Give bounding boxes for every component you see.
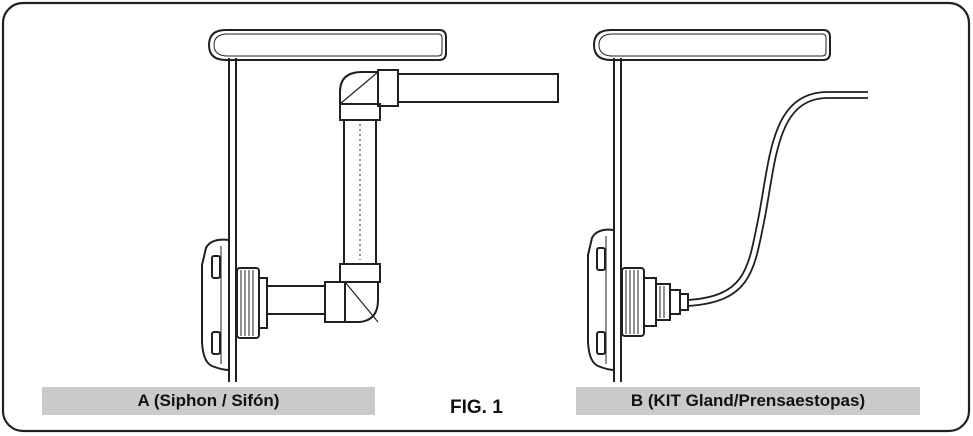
panel-b-label: B (KIT Gland/Prensaestopas) xyxy=(576,387,920,415)
panel-a-label: A (Siphon / Sifón) xyxy=(42,387,375,415)
upper-elbow-a xyxy=(339,103,381,121)
outlet-pipe-a xyxy=(397,73,559,103)
lower-elbow-a xyxy=(324,281,346,323)
vertical-pipe-a xyxy=(343,119,377,265)
panel-b-drawing xyxy=(587,29,868,382)
panel-a-drawing xyxy=(201,29,559,382)
cable-b xyxy=(687,91,868,301)
pool-coping-a xyxy=(207,29,447,61)
wall-fitting-a xyxy=(201,238,230,372)
figure-title: FIG. 1 xyxy=(450,397,503,418)
wall-fitting-b xyxy=(587,228,615,372)
pool-coping-b xyxy=(592,29,831,61)
threaded-nut-a xyxy=(236,267,260,339)
cable-gland-b xyxy=(643,277,657,327)
horizontal-pipe-a xyxy=(266,285,326,315)
threaded-nut-b xyxy=(621,267,645,337)
